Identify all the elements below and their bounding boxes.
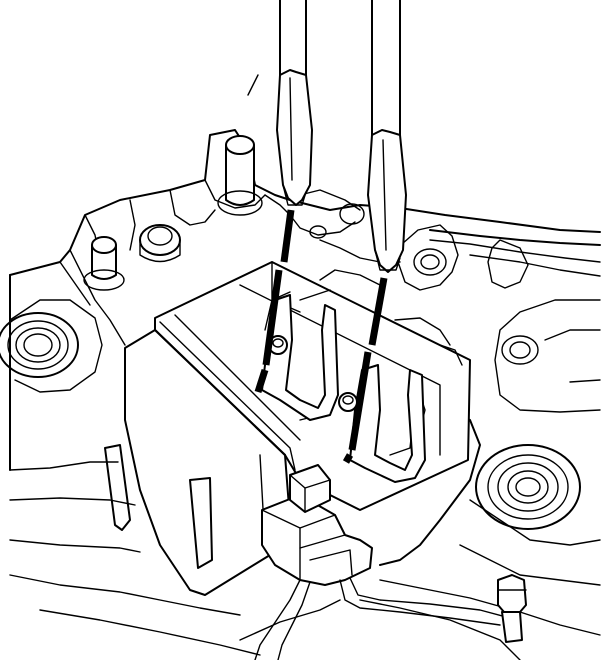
casting-holes (309, 203, 539, 365)
selector-arm-right (338, 364, 426, 483)
screwdriver-right (342, 0, 407, 464)
mounting-stud-tall (217, 74, 263, 216)
wire-clip (497, 574, 527, 643)
bolt-head (139, 224, 181, 263)
wire-harness-connector (261, 464, 373, 586)
screwdriver-left (254, 0, 313, 394)
transmission-valve-body (9, 129, 601, 660)
left-bore-boss (0, 312, 79, 378)
range-switch (104, 261, 471, 596)
right-bore-boss (475, 444, 581, 530)
mounting-stud-short (83, 236, 125, 291)
wire-bundle (239, 577, 511, 660)
selector-arm-left (261, 294, 339, 421)
